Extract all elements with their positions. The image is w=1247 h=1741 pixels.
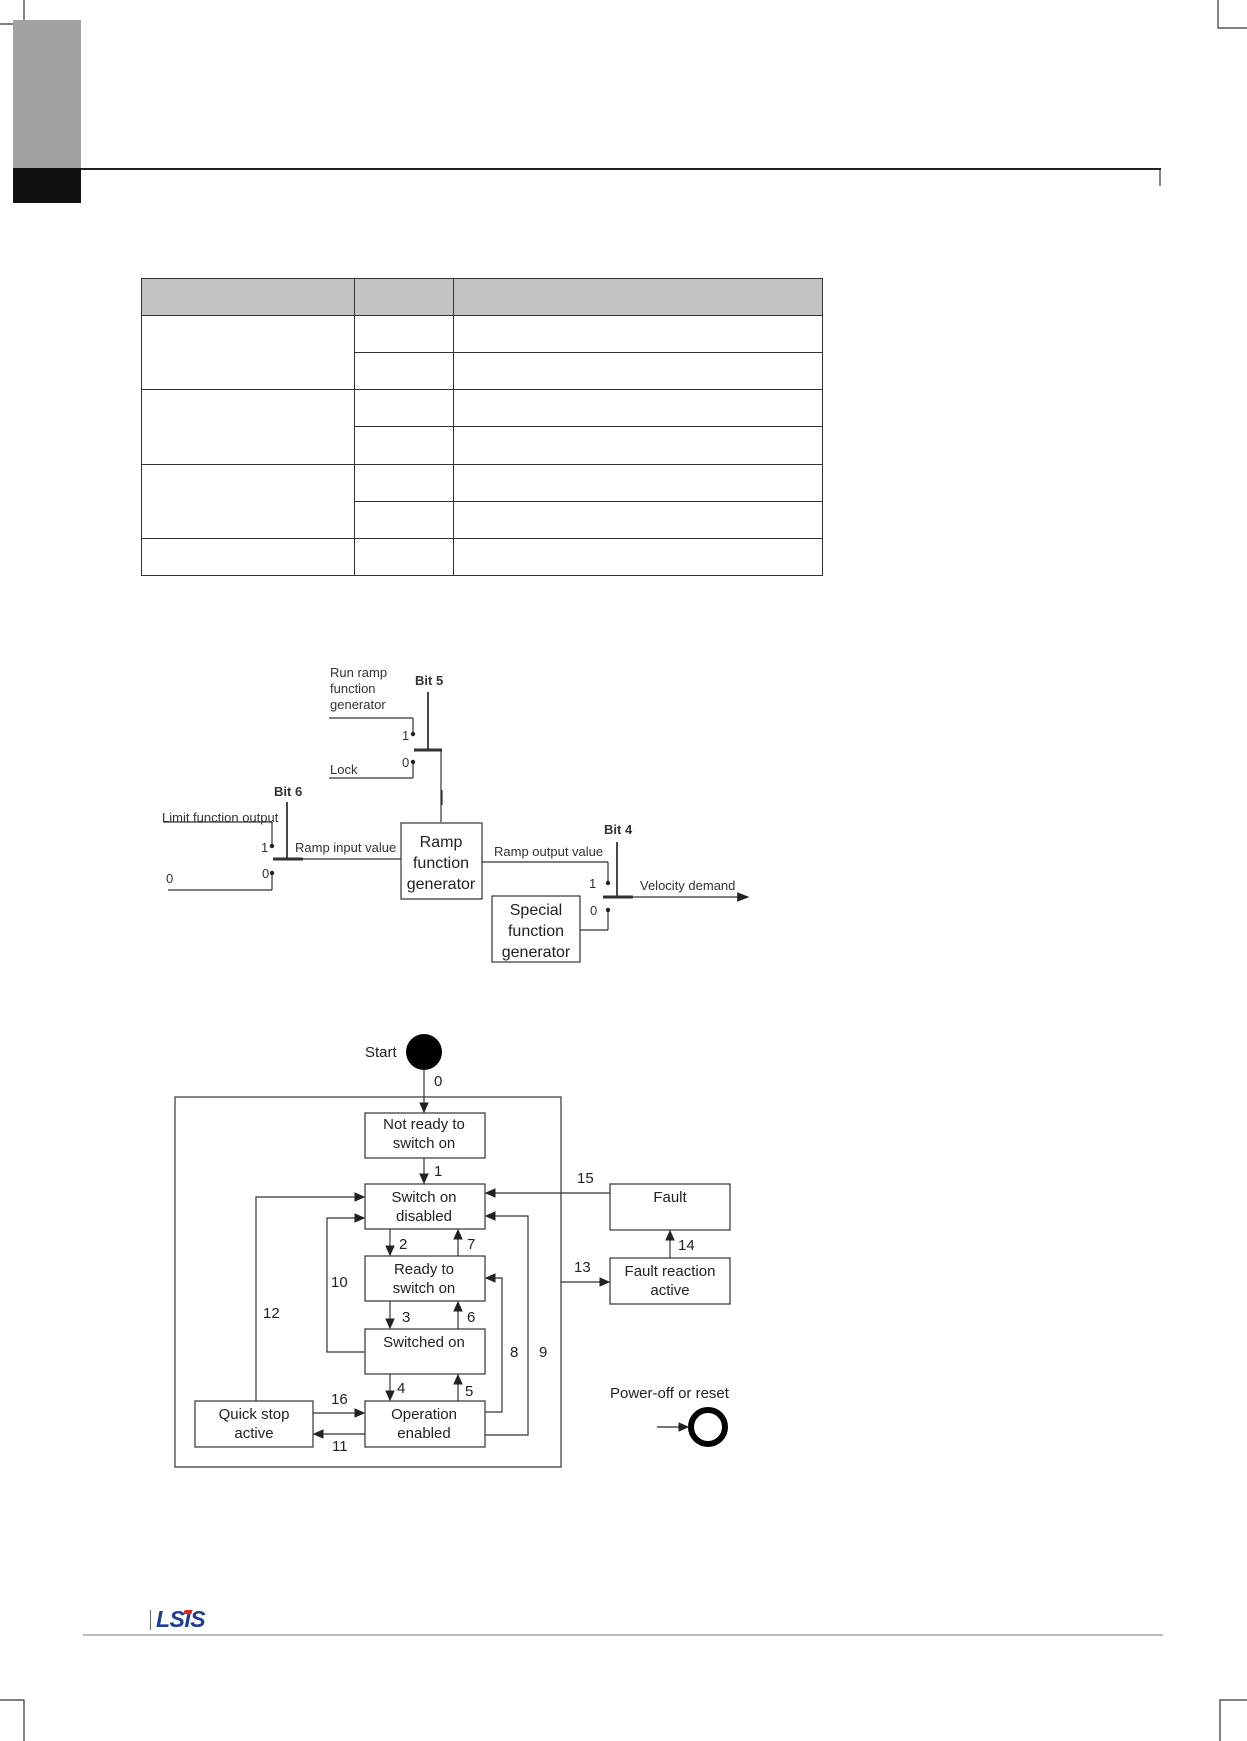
lock-label: Lock <box>330 762 358 777</box>
special-block-label: function <box>508 923 564 940</box>
ramp-output-value-label: Ramp output value <box>494 844 603 859</box>
state-label: active <box>234 1425 273 1442</box>
transition-label: 7 <box>467 1236 475 1253</box>
state-label: enabled <box>397 1425 450 1442</box>
table-header-row <box>141 278 824 316</box>
state-label: Operation <box>391 1406 457 1423</box>
transition-label: 15 <box>577 1170 594 1187</box>
switch-position-1: 1 <box>589 876 596 891</box>
header-gray-tab <box>13 20 81 170</box>
transition-label: 2 <box>399 1236 407 1253</box>
run-ramp-label: generator <box>330 697 386 712</box>
switch-position-1: 1 <box>402 728 409 743</box>
state-label: Fault reaction <box>625 1263 716 1280</box>
table-group-cell <box>141 314 355 391</box>
table-cell <box>452 463 824 502</box>
table-row <box>142 426 824 465</box>
transition-label: 16 <box>331 1391 348 1408</box>
ramp-block-label: function <box>413 855 469 872</box>
state-label: switch on <box>393 1135 456 1152</box>
state-label: Not ready to <box>383 1116 465 1133</box>
state-operation-enabled <box>364 1400 486 1448</box>
table-cell <box>353 426 454 465</box>
switch-position-1: 1 <box>261 840 268 855</box>
state-label: disabled <box>396 1208 452 1225</box>
table-cell <box>353 314 454 354</box>
table-header-cell <box>452 278 824 316</box>
state-label: Quick stop <box>219 1406 290 1423</box>
start-label: Start <box>365 1044 398 1061</box>
transition-label: 12 <box>263 1305 280 1322</box>
ramp-block-label: generator <box>407 876 476 893</box>
switch-position-0: 0 <box>402 755 409 770</box>
transition-label: 6 <box>467 1309 475 1326</box>
transition-label: 4 <box>397 1380 405 1397</box>
switch-position-0: 0 <box>590 903 597 918</box>
state-label: Switch on <box>391 1189 456 1206</box>
limit-output-label: Limit function output <box>162 810 279 825</box>
velocity-demand-label: Velocity demand <box>640 878 735 893</box>
transition-label: 3 <box>402 1309 410 1326</box>
footer-rule <box>83 1634 1163 1636</box>
transition-label: 14 <box>678 1237 695 1254</box>
table-row <box>141 314 824 391</box>
special-block-label: Special <box>510 902 562 919</box>
table-cell <box>452 537 824 577</box>
state-label: switch on <box>393 1280 456 1297</box>
table-cell <box>452 389 824 428</box>
header-black-tab <box>13 168 81 203</box>
run-ramp-label: Run ramp <box>330 665 387 680</box>
power-off-node <box>688 1407 728 1447</box>
transition-label: 13 <box>574 1259 591 1276</box>
table-group-cell <box>141 389 355 465</box>
state-label: Switched on <box>383 1334 465 1351</box>
table-header-cell <box>353 278 454 316</box>
table-row <box>142 352 824 391</box>
power-off-label: Power-off or reset <box>610 1385 730 1402</box>
header-rule <box>81 168 1161 170</box>
table-group-cell <box>141 537 355 577</box>
table-cell <box>452 314 824 354</box>
transition-label: 5 <box>465 1383 473 1400</box>
table-cell <box>353 463 454 502</box>
ramp-input-value-label: Ramp input value <box>295 840 396 855</box>
zero-input-label: 0 <box>166 871 173 886</box>
table-group-cell <box>141 463 355 539</box>
ramp-block-label: Ramp <box>420 834 463 851</box>
transition-label: 8 <box>510 1344 518 1361</box>
table-row <box>141 537 824 577</box>
transition-label: 9 <box>539 1344 547 1361</box>
lsis-logo-text: LSIS <box>156 1606 206 1632</box>
transition-label: 11 <box>332 1438 348 1455</box>
transition-label: 1 <box>434 1163 442 1180</box>
parameter-table <box>141 278 824 577</box>
bit5-label: Bit 5 <box>415 673 443 688</box>
bit4-label: Bit 4 <box>604 822 633 837</box>
table-cell <box>452 352 824 391</box>
run-ramp-label: function <box>330 681 376 696</box>
state-label: Fault <box>653 1189 687 1206</box>
special-block-label: generator <box>502 944 571 961</box>
bit6-label: Bit 6 <box>274 784 302 799</box>
switch-position-0: 0 <box>262 866 269 881</box>
table-row <box>141 463 824 539</box>
table-header-cell <box>141 278 355 316</box>
state-label: Ready to <box>394 1261 454 1278</box>
state-quick-stop <box>194 1400 314 1448</box>
transition-label: 0 <box>434 1073 442 1090</box>
state-label: active <box>650 1282 689 1299</box>
start-node <box>406 1034 442 1070</box>
transition-label: 10 <box>331 1274 348 1291</box>
